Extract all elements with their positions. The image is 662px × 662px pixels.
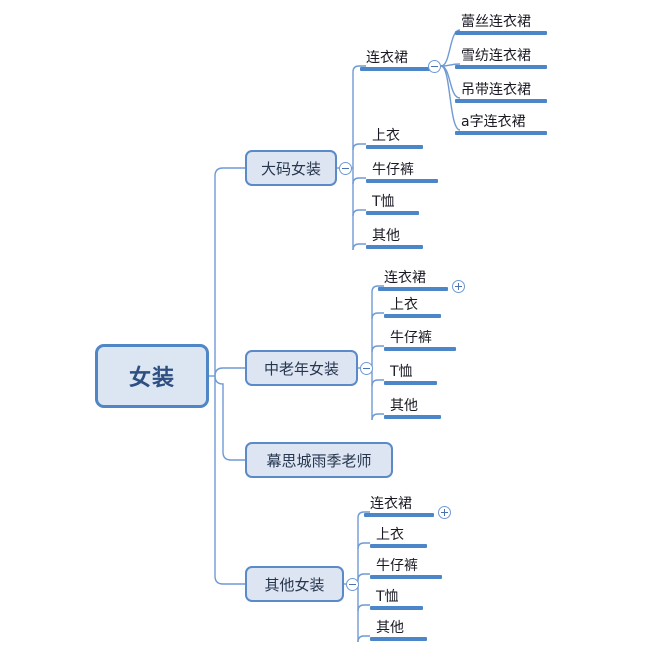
list-item-shangyi-3[interactable]: 上衣 — [370, 527, 427, 548]
expand-icon-lianyiqun-3[interactable] — [438, 506, 451, 519]
ul-node-label: T恤 — [390, 364, 413, 380]
underline-bar — [366, 145, 423, 149]
branch-node-label: 幕思城雨季老师 — [266, 451, 372, 470]
underline-bar — [360, 67, 430, 71]
ul-node-label: 牛仔裤 — [372, 162, 414, 178]
underline-bar — [384, 381, 437, 385]
root-node-label: 女装 — [128, 366, 175, 391]
list-item-leisi-lianyiqun[interactable]: 蕾丝连衣裙 — [455, 14, 547, 35]
ul-node-label: 上衣 — [372, 128, 400, 144]
list-item-lianyiqun-3[interactable]: 连衣裙 — [364, 496, 434, 517]
underline-bar — [455, 131, 547, 135]
underline-bar — [364, 513, 434, 517]
underline-bar — [384, 347, 456, 351]
branch-node-qita-nvzhuang[interactable]: 其他女装 — [245, 566, 344, 602]
list-item-txu-2[interactable]: T恤 — [384, 364, 437, 385]
underline-bar — [370, 575, 442, 579]
branch-node-zhonglaonian-nvzhuang[interactable]: 中老年女装 — [245, 350, 358, 386]
underline-bar — [366, 179, 438, 183]
list-item-shangyi-1[interactable]: 上衣 — [366, 128, 423, 149]
ul-node-label: a字连衣裙 — [461, 114, 526, 130]
branch-node-label: 中老年女装 — [263, 359, 339, 378]
ul-node-label: 上衣 — [390, 297, 418, 313]
list-item-niuzaiku-2[interactable]: 牛仔裤 — [384, 330, 456, 351]
underline-bar — [366, 211, 419, 215]
list-item-niuzaiku-3[interactable]: 牛仔裤 — [370, 558, 442, 579]
branch-node-label: 大码女装 — [260, 159, 321, 178]
list-item-lianyiqun-2[interactable]: 连衣裙 — [378, 270, 448, 291]
ul-node-label: 连衣裙 — [370, 496, 412, 512]
collapse-icon-zhonglaonian-nvzhuang[interactable] — [360, 362, 373, 375]
root-node[interactable]: 女装 — [95, 344, 209, 408]
ul-node-label: 其他 — [372, 228, 400, 244]
underline-bar — [370, 544, 427, 548]
list-item-niuzaiku-1[interactable]: 牛仔裤 — [366, 162, 438, 183]
list-item-azi-lianyiqun[interactable]: a字连衣裙 — [455, 114, 547, 135]
underline-bar — [455, 31, 547, 35]
list-item-txu-3[interactable]: T恤 — [370, 589, 423, 610]
ul-node-label: 雪纺连衣裙 — [461, 48, 531, 64]
list-item-diaodai-lianyiqun[interactable]: 吊带连衣裙 — [455, 82, 547, 103]
branch-node-dama-nvzhuang[interactable]: 大码女装 — [245, 150, 337, 186]
collapse-icon-lianyiqun-1[interactable] — [428, 60, 441, 73]
list-item-qita-3[interactable]: 其他 — [370, 620, 427, 641]
ul-node-label: T恤 — [376, 589, 399, 605]
branch-node-musicheng-yuji-laoshi[interactable]: 幕思城雨季老师 — [245, 442, 393, 478]
ul-node-label: 连衣裙 — [366, 50, 408, 66]
list-item-lianyiqun-1[interactable]: 连衣裙 — [360, 50, 430, 71]
underline-bar — [455, 99, 547, 103]
list-item-shangyi-2[interactable]: 上衣 — [384, 297, 441, 318]
underline-bar — [384, 314, 441, 318]
underline-bar — [370, 606, 423, 610]
expand-icon-lianyiqun-2[interactable] — [452, 280, 465, 293]
list-item-qita-2[interactable]: 其他 — [384, 398, 441, 419]
ul-node-label: 吊带连衣裙 — [461, 82, 531, 98]
branch-node-label: 其他女装 — [264, 575, 325, 594]
ul-node-label: 上衣 — [376, 527, 404, 543]
ul-node-label: 蕾丝连衣裙 — [461, 14, 531, 30]
list-item-txu-1[interactable]: T恤 — [366, 194, 419, 215]
collapse-icon-dama-nvzhuang[interactable] — [339, 162, 352, 175]
list-item-xuefang-lianyiqun[interactable]: 雪纺连衣裙 — [455, 48, 547, 69]
underline-bar — [366, 245, 423, 249]
ul-node-label: 连衣裙 — [384, 270, 426, 286]
ul-node-label: 牛仔裤 — [376, 558, 418, 574]
underline-bar — [370, 637, 427, 641]
ul-node-label: 其他 — [390, 398, 418, 414]
ul-node-label: 其他 — [376, 620, 404, 636]
collapse-icon-qita-nvzhuang[interactable] — [346, 578, 359, 591]
list-item-qita-1[interactable]: 其他 — [366, 228, 423, 249]
ul-node-label: T恤 — [372, 194, 395, 210]
underline-bar — [384, 415, 441, 419]
ul-node-label: 牛仔裤 — [390, 330, 432, 346]
underline-bar — [455, 65, 547, 69]
underline-bar — [378, 287, 448, 291]
